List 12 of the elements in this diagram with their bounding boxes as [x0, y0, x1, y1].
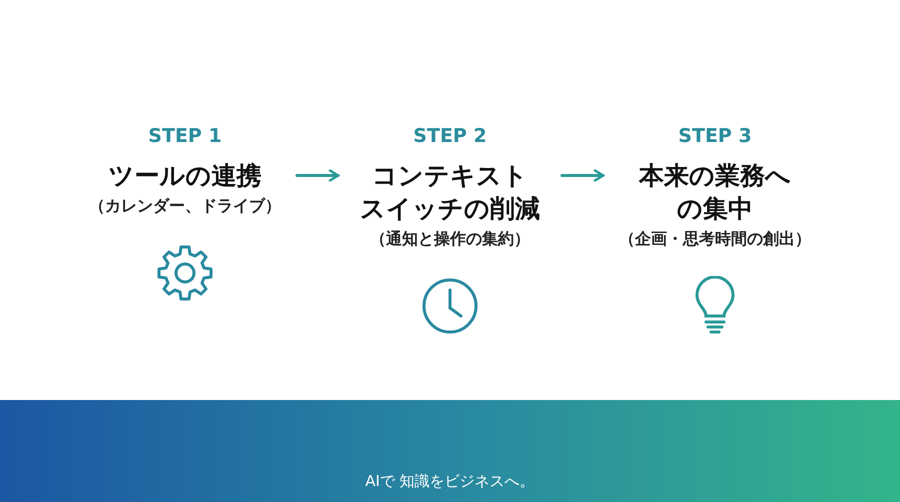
- tagline: AIで 知識をビジネスへ。: [365, 472, 535, 491]
- step-title: コンテキストスイッチの削減: [360, 160, 540, 225]
- step-title: ツールの連携: [108, 160, 262, 192]
- step-label: STEP 3: [678, 125, 752, 147]
- arrow: [560, 169, 604, 182]
- step-subtitle: （通知と操作の集約）: [370, 229, 530, 250]
- arrow: [296, 169, 340, 182]
- step-title: 本来の業務への集中: [638, 160, 792, 225]
- step-subtitle: （企画・思考時間の創出）: [619, 229, 811, 250]
- step-subtitle: （カレンダー、ドライブ）: [89, 196, 281, 217]
- step-label: STEP 2: [413, 125, 487, 147]
- step-label: STEP 1: [148, 125, 222, 147]
